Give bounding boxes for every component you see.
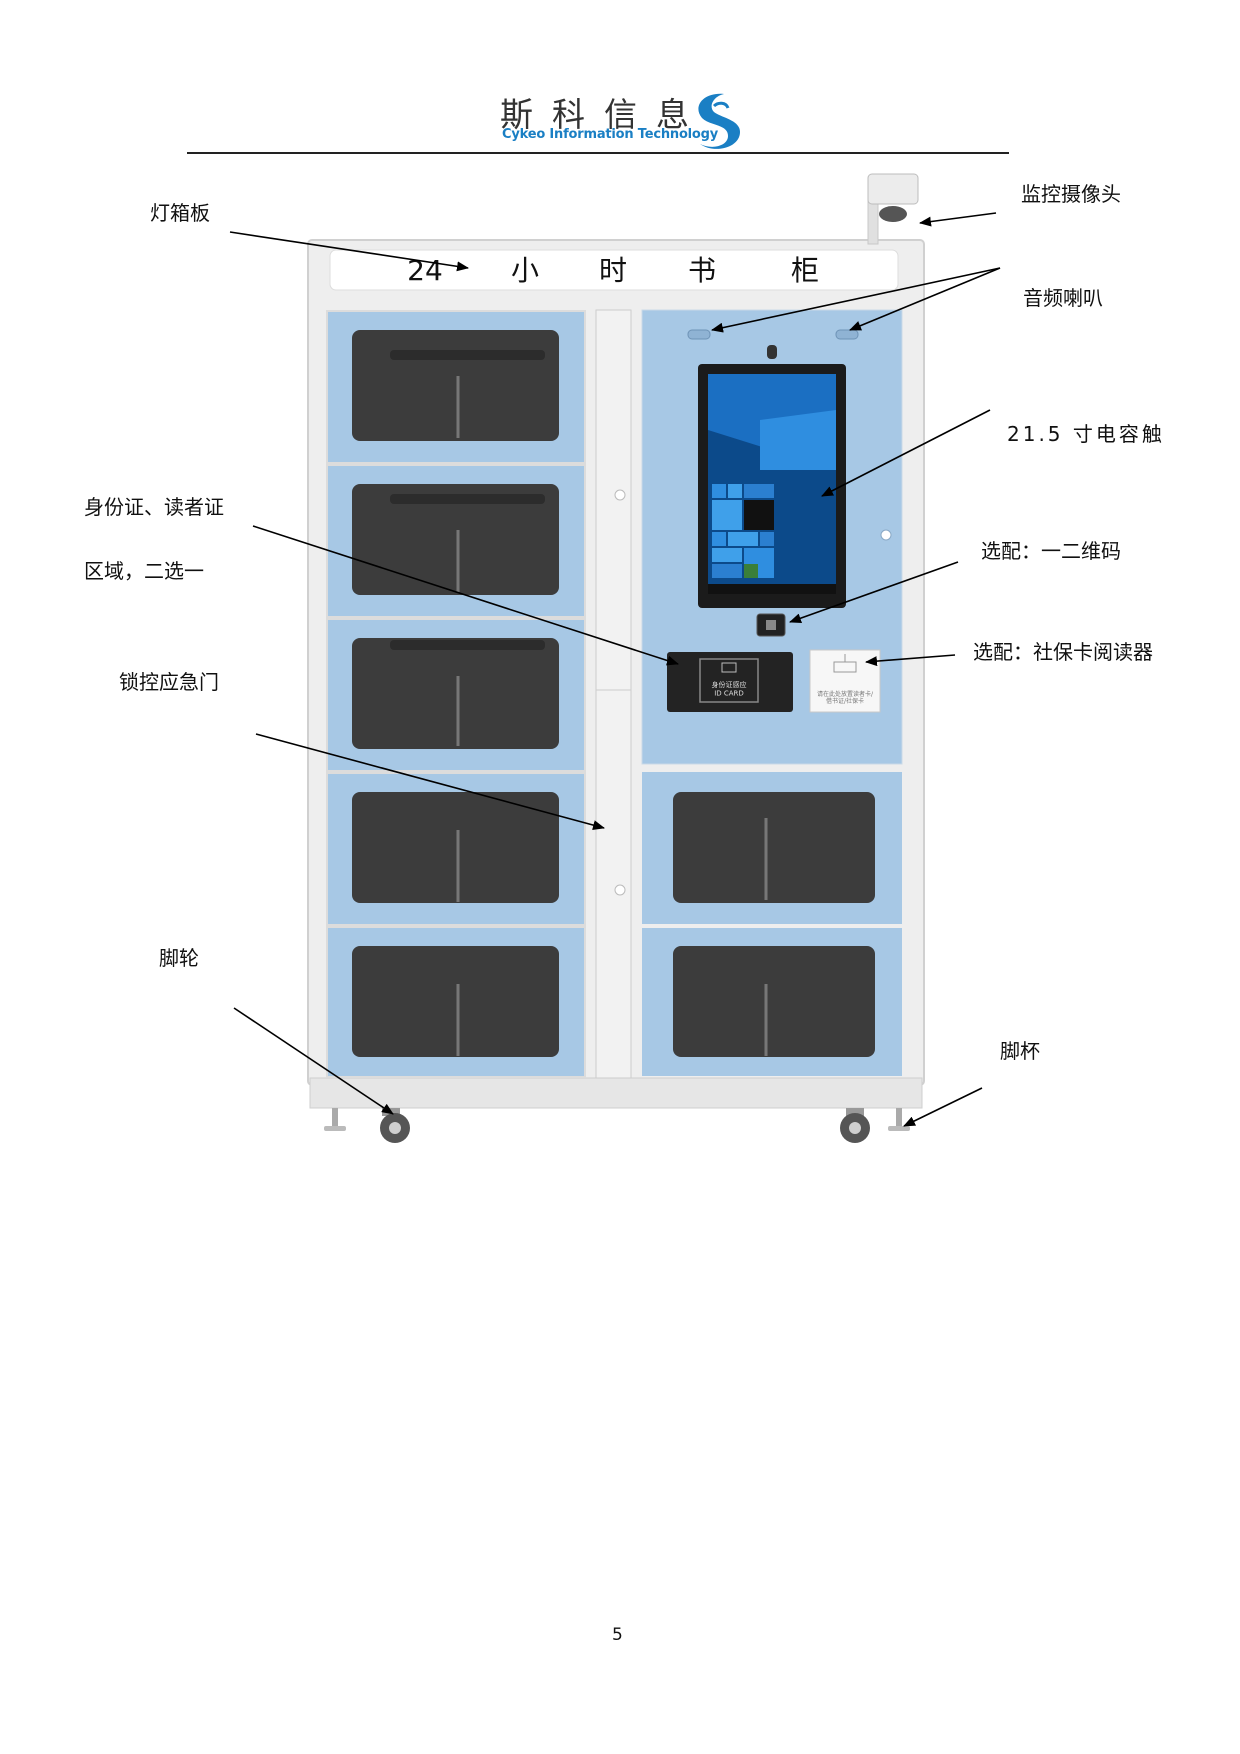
- speaker-left-icon: [687, 329, 711, 340]
- label-caster: 脚轮: [159, 946, 199, 970]
- arrow-qr: [789, 561, 959, 624]
- left-door-5: [328, 928, 584, 1076]
- panel-lock-icon: [880, 529, 892, 541]
- arrow-touchscreen: [821, 409, 991, 497]
- right-door-2: [642, 928, 902, 1076]
- camera-lens-icon: [879, 206, 907, 222]
- right-foot-cup-icon: [888, 1108, 910, 1131]
- arrow-foot-cup: [903, 1087, 983, 1127]
- arrow-lightbox: [229, 231, 469, 272]
- label-speaker: 音频喇叭: [1023, 286, 1103, 310]
- left-caster-icon: [380, 1108, 410, 1143]
- emergency-lock-icon: [614, 489, 626, 501]
- emergency-door-strip: [595, 309, 632, 1079]
- label-emergency-door: 锁控应急门: [119, 670, 219, 694]
- right-caster-icon: [840, 1108, 870, 1143]
- lightbox-panel: [329, 249, 899, 291]
- arrow-speaker-right: [849, 267, 1001, 331]
- book-cabinet-illustration: 24 小 时 书 柜: [229, 173, 1001, 1143]
- logo-english-name: Cykeo Information Technology: [502, 127, 719, 142]
- label-id-area-line1: 身份证、读者证: [84, 495, 224, 519]
- start-menu-tiles-icon: [712, 484, 774, 578]
- logo-chinese-name: 斯科信息: [500, 95, 708, 134]
- arrow-id-area: [252, 525, 679, 666]
- arrow-emergency-door: [255, 733, 605, 830]
- label-touchscreen: 21.5 寸电容触: [1007, 422, 1165, 446]
- cabinet-base: [309, 1077, 923, 1109]
- arrow-speaker-left: [711, 267, 1001, 333]
- label-lightbox: 灯箱板: [150, 201, 210, 225]
- arrow-social-card: [865, 654, 956, 667]
- right-door-1: [642, 772, 902, 924]
- label-camera: 监控摄像头: [1021, 182, 1121, 206]
- speaker-right-icon: [835, 329, 859, 340]
- social-card-label: 请在此处放置读者卡/借书证/社保卡: [817, 690, 874, 705]
- lightbox-char: 书: [688, 254, 716, 287]
- left-foot-cup-icon: [324, 1108, 346, 1131]
- emergency-lock-icon: [614, 884, 626, 896]
- left-door-1: [328, 312, 584, 462]
- label-qr-option: 选配：一二维码: [981, 539, 1121, 563]
- company-logo-icon: [698, 93, 740, 149]
- annotation-arrows: [229, 212, 1001, 1127]
- left-door-4: [328, 774, 584, 924]
- lightbox-char: 时: [599, 254, 627, 287]
- label-id-area-line2: 区域，二选一: [84, 559, 204, 583]
- header-divider: [187, 152, 1009, 154]
- left-door-3: [328, 620, 584, 770]
- arrow-caster: [233, 1007, 394, 1115]
- lightbox-char: 小: [511, 254, 539, 287]
- camera-housing: [867, 173, 919, 205]
- left-door-2: [328, 466, 584, 616]
- id-card-reader: [667, 652, 793, 712]
- arrow-camera: [919, 212, 997, 227]
- front-camera-icon: [767, 345, 777, 359]
- label-social-card-option: 选配：社保卡阅读器: [973, 640, 1153, 664]
- lightbox-char: 柜: [791, 254, 819, 287]
- label-foot-cup: 脚杯: [1000, 1039, 1040, 1063]
- page-number: 5: [612, 1625, 623, 1645]
